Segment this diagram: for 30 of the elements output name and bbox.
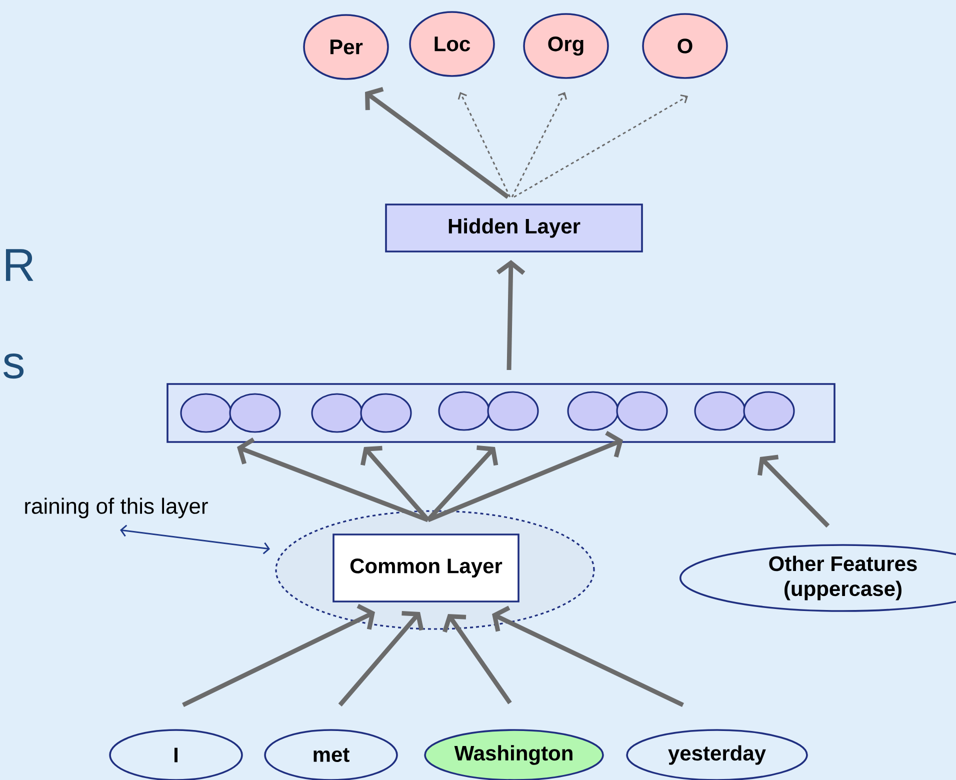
unit-circle	[438, 391, 490, 431]
note-text: raining of this layer	[25, 498, 208, 518]
title-fragment: s	[4, 353, 24, 379]
arrow	[365, 86, 510, 199]
arrow	[511, 92, 567, 198]
arrow	[442, 614, 512, 704]
arrow	[758, 454, 830, 528]
arrow	[496, 260, 526, 370]
unit-circle	[567, 391, 619, 431]
arrow	[120, 524, 270, 554]
layer-box: Common Layer	[332, 534, 520, 602]
unit-circle	[743, 391, 795, 431]
title-fragment: R	[6, 249, 34, 281]
layer-box: Hidden Layer	[385, 204, 643, 252]
arrow	[492, 606, 684, 708]
arrow	[182, 604, 375, 708]
unit-circle	[616, 391, 668, 431]
unit-circle	[360, 393, 412, 433]
arrow	[360, 446, 430, 522]
arrow	[338, 611, 424, 706]
arrow	[514, 94, 688, 198]
unit-circle	[694, 391, 746, 431]
arrow	[237, 438, 429, 522]
unit-circle	[487, 391, 539, 431]
unit-circle	[229, 393, 281, 433]
arrow	[427, 430, 623, 522]
unit-circle	[180, 393, 232, 433]
arrow	[458, 92, 511, 198]
arrow	[426, 445, 498, 522]
unit-circle	[311, 393, 363, 433]
